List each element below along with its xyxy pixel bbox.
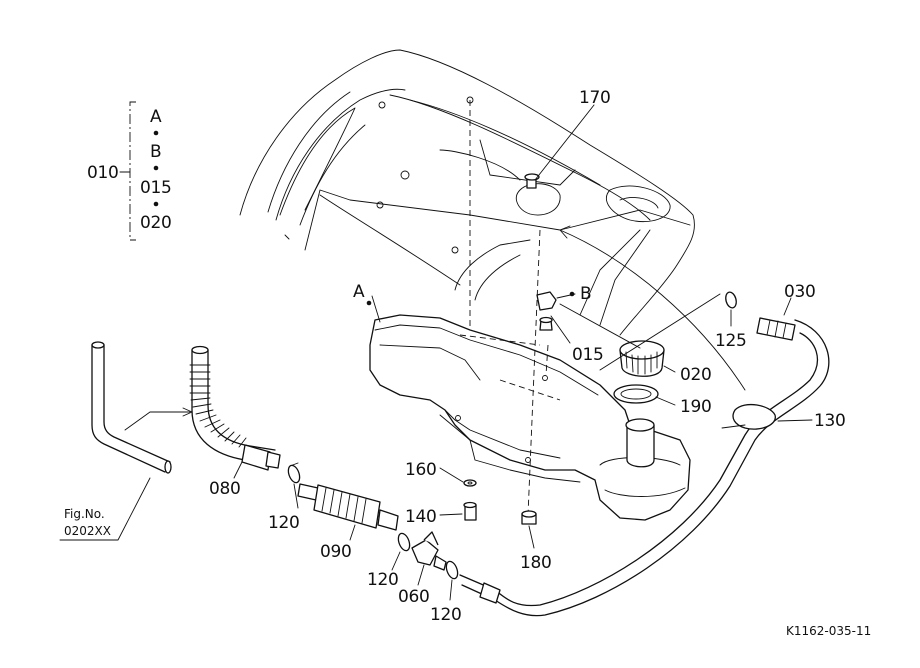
callout-a: A <box>353 282 365 302</box>
callout-dot <box>366 300 372 306</box>
nut-180 <box>521 510 537 525</box>
fig-ref-line2: 0202XX <box>64 524 111 538</box>
callout-120-b: 120 <box>367 570 399 590</box>
callout-090: 090 <box>320 542 352 562</box>
callout-dot <box>569 291 575 297</box>
assembly-legend: 010 A B 015 020 <box>87 101 172 241</box>
legend-item-b: B <box>150 142 161 162</box>
hose-clamp-120-c <box>445 560 459 580</box>
callout-020: 020 <box>680 365 712 385</box>
reference-pipe <box>59 341 193 541</box>
fuel-cap <box>619 340 665 377</box>
washer-160 <box>463 479 477 487</box>
legend-item-020: 020 <box>140 213 172 233</box>
filter-090 <box>297 483 399 531</box>
leader-lines <box>233 104 813 601</box>
callout-030: 030 <box>784 282 816 302</box>
callout-120-a: 120 <box>268 513 300 533</box>
hose-030 <box>459 317 830 617</box>
drawing-code: K1162-035-11 <box>786 624 871 638</box>
clip-130 <box>721 403 776 430</box>
hose-080 <box>189 345 281 471</box>
legend-dot <box>153 165 159 171</box>
callout-130: 130 <box>814 411 846 431</box>
valve-060 <box>411 531 447 571</box>
callout-170: 170 <box>579 88 611 108</box>
bolt-140 <box>463 501 477 521</box>
callout-190: 190 <box>680 397 712 417</box>
legend-dot <box>153 130 159 136</box>
callout-140: 140 <box>405 507 437 527</box>
hose-clamp-120-a <box>287 462 301 484</box>
fig-ref-line1: Fig.No. <box>64 507 105 521</box>
legend-item-a: A <box>150 107 162 127</box>
callout-180: 180 <box>520 553 552 573</box>
callout-160: 160 <box>405 460 437 480</box>
bolt-170 <box>524 173 540 189</box>
hose-clamp-125 <box>725 291 737 309</box>
legend-dot <box>153 201 159 207</box>
callout-125: 125 <box>715 331 747 351</box>
callout-120-c: 120 <box>430 605 462 625</box>
callout-080: 080 <box>209 479 241 499</box>
callout-060: 060 <box>398 587 430 607</box>
cowling-outline <box>239 49 695 336</box>
fuel-tank <box>369 314 691 521</box>
gasket <box>613 384 659 404</box>
legend-item-015: 015 <box>140 178 172 198</box>
callout-015: 015 <box>572 345 604 365</box>
elbow-fitting <box>536 291 557 331</box>
hose-clamp-120-b <box>397 532 411 552</box>
legend-group-label: 010 <box>87 163 119 183</box>
callout-b: B <box>580 284 591 304</box>
